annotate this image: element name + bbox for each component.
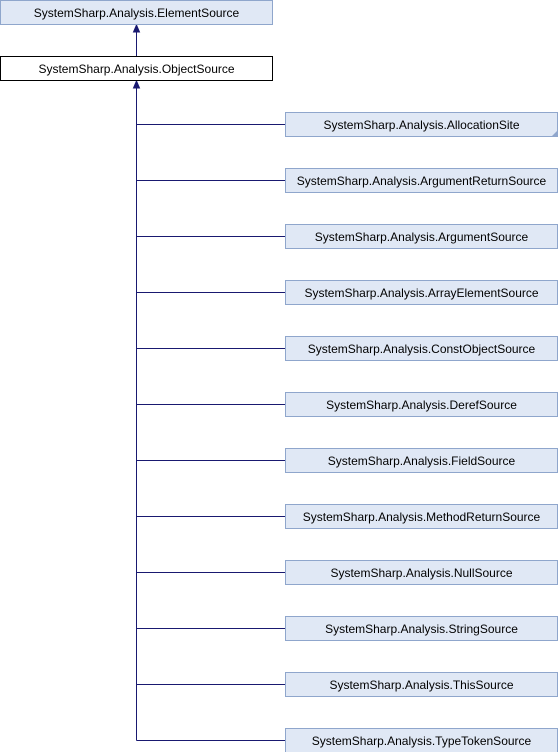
derived-class-node[interactable]: SystemSharp.Analysis.StringSource [285,616,558,641]
derived-class-box [285,168,558,193]
derived-class-label: SystemSharp.Analysis.ConstObjectSource [308,342,536,356]
derived-class-label: SystemSharp.Analysis.ArgumentSource [315,230,529,244]
inheritance-edges [132,23,286,741]
derived-arrow-icon [132,79,141,89]
derived-class-box [285,672,558,697]
derived-class-node[interactable]: SystemSharp.Analysis.ThisSource [285,672,558,697]
current-class-label: SystemSharp.Analysis.ObjectSource [38,62,234,76]
derived-class-list: SystemSharp.Analysis.AllocationSite Syst… [285,112,558,752]
derived-class-box [285,504,558,529]
derived-class-node[interactable]: SystemSharp.Analysis.FieldSource [285,448,558,473]
derived-class-box [285,112,558,137]
derived-class-node[interactable]: SystemSharp.Analysis.ConstObjectSource [285,336,558,361]
more-subclasses-marker-icon [551,130,558,137]
derived-class-node[interactable]: SystemSharp.Analysis.DerefSource [285,392,558,417]
base-class-box [0,0,273,25]
derived-class-label: SystemSharp.Analysis.TypeTokenSource [312,734,532,748]
inherits-arrow-icon [132,23,141,33]
derived-class-node[interactable]: SystemSharp.Analysis.ArgumentSource [285,224,558,249]
derived-class-label: SystemSharp.Analysis.MethodReturnSource [303,510,541,524]
derived-class-label: SystemSharp.Analysis.AllocationSite [323,118,519,132]
derived-class-label: SystemSharp.Analysis.ThisSource [329,678,513,692]
current-class-box [0,56,273,81]
derived-class-node[interactable]: SystemSharp.Analysis.NullSource [285,560,558,585]
derived-class-label: SystemSharp.Analysis.ArrayElementSource [304,286,538,300]
derived-class-box [285,280,558,305]
derived-class-box [285,392,558,417]
derived-class-label: SystemSharp.Analysis.StringSource [325,622,518,636]
derived-class-node[interactable]: SystemSharp.Analysis.MethodReturnSource [285,504,558,529]
derived-class-box [285,224,558,249]
derived-class-box [285,560,558,585]
current-class-node[interactable]: SystemSharp.Analysis.ObjectSource [0,56,273,81]
derived-class-box [285,616,558,641]
derived-class-box [285,448,558,473]
derived-class-node[interactable]: SystemSharp.Analysis.TypeTokenSource [285,728,558,752]
derived-class-label: SystemSharp.Analysis.DerefSource [326,398,517,412]
base-class-node[interactable]: SystemSharp.Analysis.ElementSource [0,0,273,25]
derived-class-label: SystemSharp.Analysis.ArgumentReturnSourc… [297,174,547,188]
derived-class-node[interactable]: SystemSharp.Analysis.ArgumentReturnSourc… [285,168,558,193]
base-class-label: SystemSharp.Analysis.ElementSource [34,6,240,20]
derived-class-label: SystemSharp.Analysis.FieldSource [328,454,516,468]
derived-class-node[interactable]: SystemSharp.Analysis.ArrayElementSource [285,280,558,305]
derived-class-node[interactable]: SystemSharp.Analysis.AllocationSite [285,112,558,137]
derived-class-label: SystemSharp.Analysis.NullSource [330,566,512,580]
